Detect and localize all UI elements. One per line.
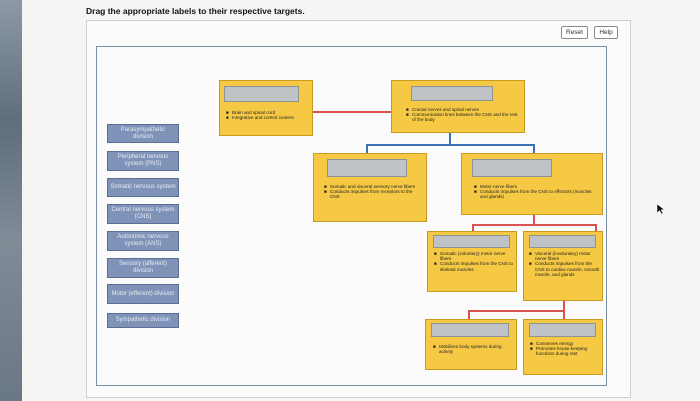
connector-pns-down bbox=[449, 133, 451, 145]
connector-pns-branch bbox=[366, 144, 534, 146]
label-sensory[interactable]: Sensory (afferent) division bbox=[107, 258, 179, 278]
sensory-drop-target[interactable] bbox=[327, 159, 407, 177]
motor-drop-target[interactable] bbox=[472, 159, 552, 177]
cns-bullets: Brain and spinal cord Integrative and co… bbox=[226, 110, 310, 121]
connector-to-motor bbox=[533, 144, 535, 153]
label-ans[interactable]: Autonomic nervous system (ANS) bbox=[107, 231, 179, 251]
connector-to-sympathetic bbox=[468, 310, 470, 319]
label-pns[interactable]: Peripheral nervous system (PNS) bbox=[107, 151, 179, 171]
label-motor[interactable]: Motor (efferent) division bbox=[107, 284, 179, 304]
connector-ans-down bbox=[563, 301, 565, 311]
pns-bullets: Cranial nerves and spinal nerves Communi… bbox=[406, 107, 520, 123]
instruction-text: Drag the appropriate labels to their res… bbox=[86, 6, 305, 16]
browser-side-strip bbox=[0, 0, 22, 401]
connector-motor-branch bbox=[472, 224, 596, 226]
connector-to-autonomic bbox=[595, 224, 597, 231]
label-parasympathetic[interactable]: Parasympathetic division bbox=[107, 124, 179, 143]
autonomic-bullets: Visceral (involuntary) motor nerve fiber… bbox=[529, 251, 601, 277]
sympathetic-bullets: Mobilizes body systems during activity bbox=[433, 344, 515, 354]
somatic-bullets: Somatic (voluntary) motor nerve fibers C… bbox=[434, 251, 514, 272]
connector-to-sensory bbox=[366, 144, 368, 153]
connector-to-somatic bbox=[472, 224, 474, 231]
connector-cns-pns bbox=[313, 111, 391, 113]
cns-drop-target[interactable] bbox=[224, 86, 299, 102]
pns-drop-target[interactable] bbox=[411, 86, 493, 101]
somatic-drop-target[interactable] bbox=[433, 235, 510, 248]
motor-bullets: Motor nerve fibers Conducts impulses fro… bbox=[474, 184, 594, 200]
connector-to-parasympathetic bbox=[563, 310, 565, 319]
label-sympathetic[interactable]: Sympathetic division bbox=[107, 313, 179, 328]
sympathetic-drop-target[interactable] bbox=[431, 323, 509, 337]
label-somatic-ns[interactable]: Somatic nervous system bbox=[107, 178, 179, 197]
sensory-bullets: Somatic and visceral sensory nerve fiber… bbox=[324, 184, 422, 200]
connector-motor-down bbox=[533, 215, 535, 225]
connector-ans-branch bbox=[468, 310, 565, 312]
mouse-pointer-icon bbox=[657, 204, 665, 214]
parasympathetic-bullets: Conserves energy Promotes house-keeping … bbox=[530, 341, 600, 357]
autonomic-drop-target[interactable] bbox=[529, 235, 596, 248]
parasympathetic-drop-target[interactable] bbox=[529, 323, 596, 337]
reset-button[interactable]: Reset bbox=[561, 26, 588, 39]
help-button[interactable]: Help bbox=[594, 26, 618, 39]
label-cns[interactable]: Central nervous system (CNS) bbox=[107, 204, 179, 224]
